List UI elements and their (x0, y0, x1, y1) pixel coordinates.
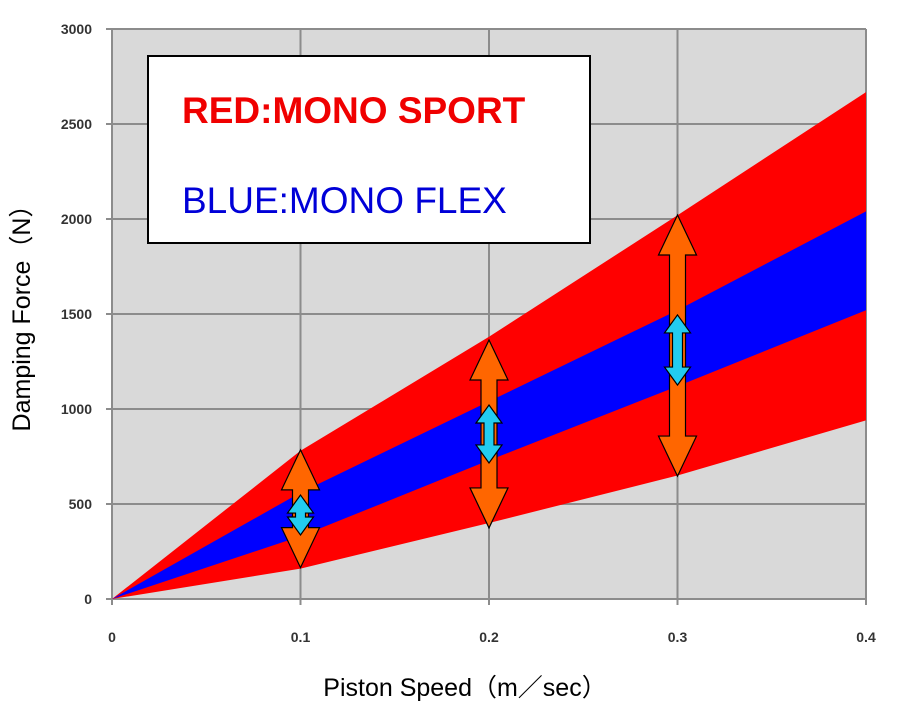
x-axis-label: Piston Speed（m／sec） (323, 674, 606, 702)
legend-mono-flex: BLUE:MONO FLEX (182, 180, 507, 221)
double-arrow-icon (474, 403, 504, 464)
y-tick-label: 3000 (61, 21, 92, 37)
y-tick-label: 0 (84, 591, 92, 607)
x-tick-label: 0.3 (668, 629, 688, 645)
y-tick-label: 500 (69, 496, 93, 512)
x-tick-label: 0.1 (291, 629, 311, 645)
legend-mono-sport: RED:MONO SPORT (182, 90, 526, 131)
double-arrow-icon (286, 494, 315, 536)
y-tick-label: 1000 (61, 401, 92, 417)
legend: RED:MONO SPORT BLUE:MONO FLEX (147, 55, 591, 244)
y-tick-label: 1500 (61, 306, 92, 322)
double-arrow-icon (663, 313, 692, 387)
y-tick-label: 2500 (61, 116, 92, 132)
x-tick-label: 0 (108, 629, 116, 645)
y-axis-label: Damping Force（N） (8, 193, 36, 432)
x-tick-label: 0.2 (479, 629, 499, 645)
y-tick-label: 2000 (61, 211, 92, 227)
x-tick-label: 0.4 (856, 629, 876, 645)
